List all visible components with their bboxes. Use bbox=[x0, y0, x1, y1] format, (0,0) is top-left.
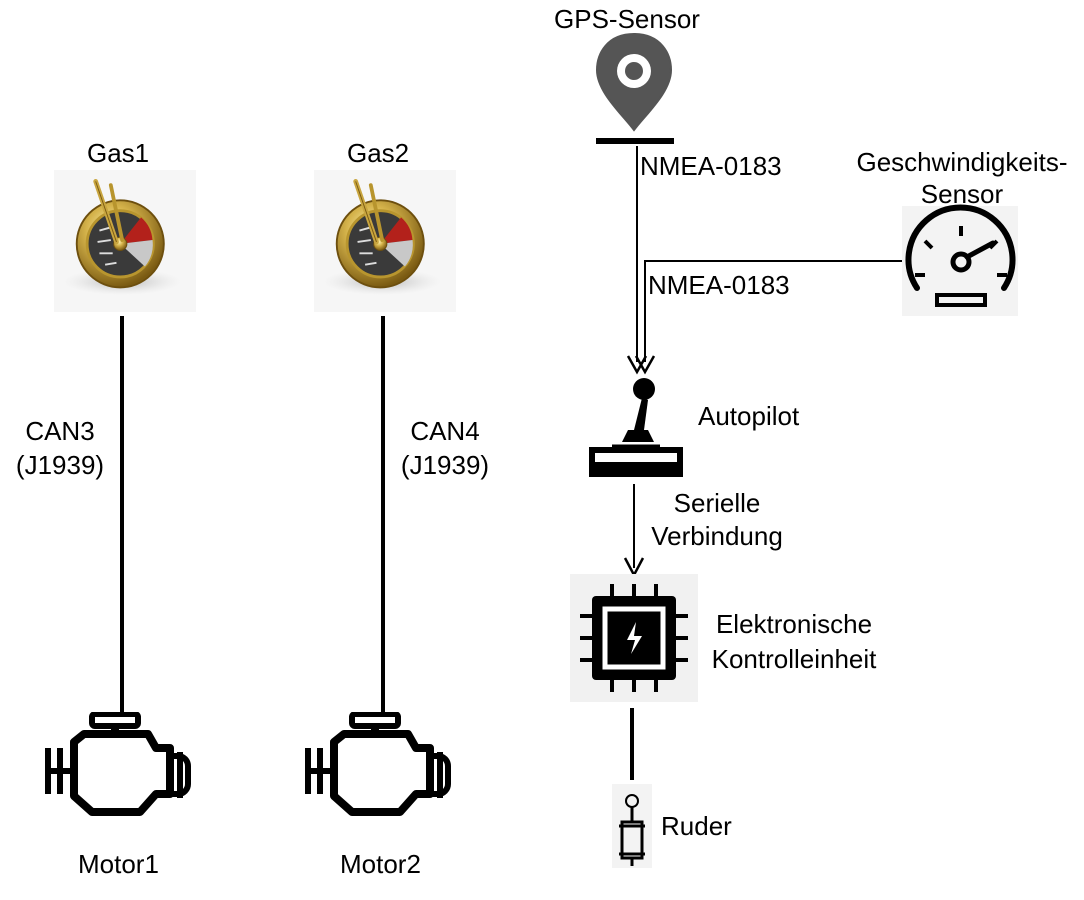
map-pin-icon bbox=[595, 32, 674, 144]
speed-sensor-label-line1: Geschwindigkeits- bbox=[856, 147, 1068, 177]
ecu-label-line1: Elektronische bbox=[715, 609, 873, 639]
chip-icon bbox=[570, 574, 698, 702]
gps-link-label: NMEA-0183 bbox=[640, 151, 782, 181]
throttle1-label: Gas1 bbox=[87, 138, 150, 168]
speedometer-icon bbox=[902, 204, 1018, 316]
motor2-icon bbox=[308, 714, 448, 812]
ecu-label-line2: Kontrolleinheit bbox=[711, 644, 877, 674]
autopilot-label: Autopilot bbox=[698, 401, 800, 431]
arrowhead-gps bbox=[626, 355, 648, 375]
motor1-label: Motor1 bbox=[78, 849, 159, 879]
rudder-label: Ruder bbox=[661, 811, 732, 841]
speed-autopilot-line bbox=[644, 260, 902, 362]
connection-lines bbox=[120, 146, 902, 780]
can3-label-line1: CAN3 bbox=[25, 416, 95, 446]
throttle2-label: Gas2 bbox=[347, 138, 410, 168]
throttle1-icon bbox=[54, 170, 196, 312]
can4-label-line1: CAN4 bbox=[410, 416, 480, 446]
motor2-label: Motor2 bbox=[340, 849, 421, 879]
throttle2-icon bbox=[314, 170, 456, 312]
joystick-icon bbox=[589, 378, 683, 477]
can3-label-line2: (J1939) bbox=[15, 450, 105, 480]
serial-link-label-line1: Serielle bbox=[673, 488, 761, 518]
arrowhead-speed bbox=[634, 355, 656, 375]
hydraulic-cylinder-icon bbox=[612, 784, 652, 868]
can4-label-line2: (J1939) bbox=[400, 450, 490, 480]
gps-sensor-label: GPS-Sensor bbox=[554, 4, 700, 34]
serial-link-label-line2: Verbindung bbox=[651, 521, 783, 551]
speed-link-label: NMEA-0183 bbox=[648, 270, 790, 300]
motor1-icon bbox=[48, 714, 188, 812]
speed-sensor-label-line2: Sensor bbox=[920, 179, 1004, 209]
